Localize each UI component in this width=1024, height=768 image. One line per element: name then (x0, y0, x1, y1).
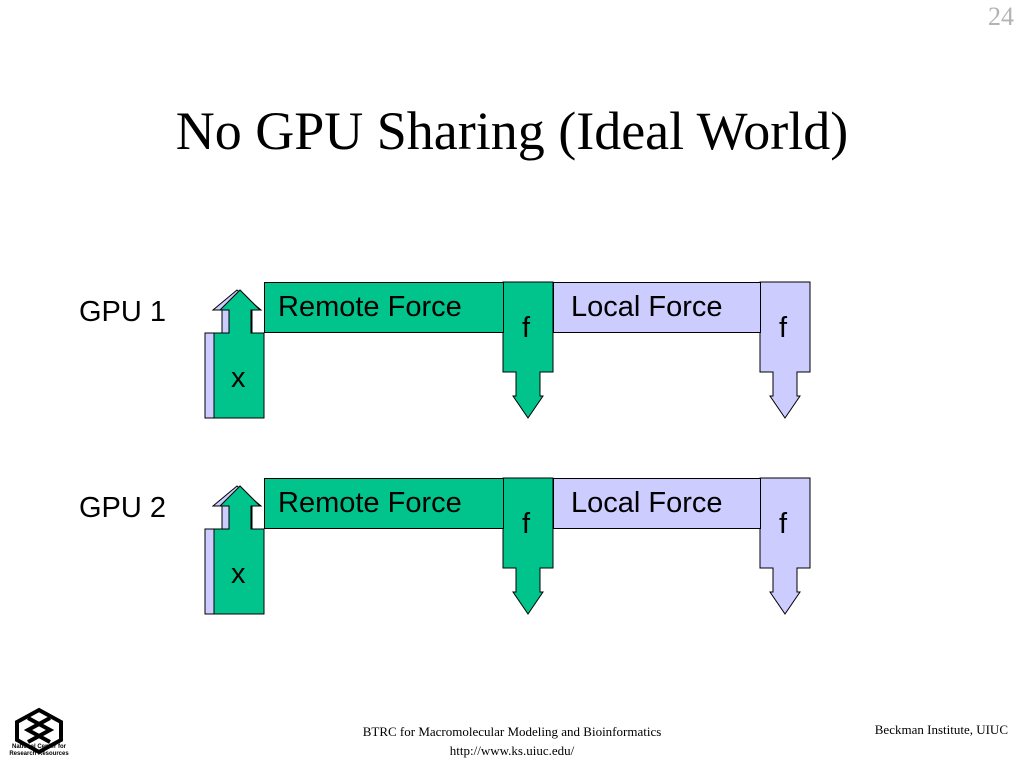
footer-affiliation: BTRC for Macromolecular Modeling and Bio… (362, 724, 662, 739)
gpu-row-2: GPU 2 Remote Force Local Force f f x (0, 477, 1024, 624)
footer-center: BTRC for Macromolecular Modeling and Bio… (300, 722, 724, 760)
slide-number: 24 (988, 2, 1014, 31)
x-upload-arrow (213, 289, 265, 419)
footer-institute: Beckman Institute, UIUC (874, 722, 1008, 737)
gpu-label: GPU 1 (79, 296, 167, 328)
remote-force-block (264, 282, 504, 333)
f-remote-download-arrow (502, 281, 554, 419)
gpu-label: GPU 2 (79, 492, 167, 524)
x-label: x (231, 362, 246, 394)
f-remote-label: f (522, 312, 531, 344)
local-force-block (553, 282, 761, 333)
ncrr-logo-icon (15, 707, 63, 755)
f-remote-label: f (522, 508, 531, 540)
logo-caption: National Center for Research Resources (6, 744, 72, 758)
remote-force-block (264, 478, 504, 529)
slide-title: No GPU Sharing (Ideal World) (175, 101, 849, 161)
local-force-block (553, 478, 761, 529)
local-force-label: Local Force (571, 291, 723, 323)
arrows-layer (204, 477, 811, 615)
footer-url: http://www.ks.uiuc.edu/ (449, 743, 575, 758)
gpu-row-1: GPU 1 Remote Force Local Force f f x (0, 281, 1024, 428)
arrows-layer (204, 281, 811, 419)
f-local-download-arrow (759, 281, 811, 419)
f-local-label: f (779, 508, 788, 540)
remote-force-label: Remote Force (278, 487, 462, 519)
logo-line-2: Research Resources (9, 751, 69, 757)
logo-line-1: National Center for (11, 744, 66, 750)
x-label: x (231, 558, 246, 590)
local-force-label: Local Force (571, 487, 723, 519)
remote-force-label: Remote Force (278, 291, 462, 323)
f-remote-download-arrow (502, 477, 554, 615)
x-upload-arrow (213, 485, 265, 615)
f-local-download-arrow (759, 477, 811, 615)
f-local-label: f (779, 312, 788, 344)
